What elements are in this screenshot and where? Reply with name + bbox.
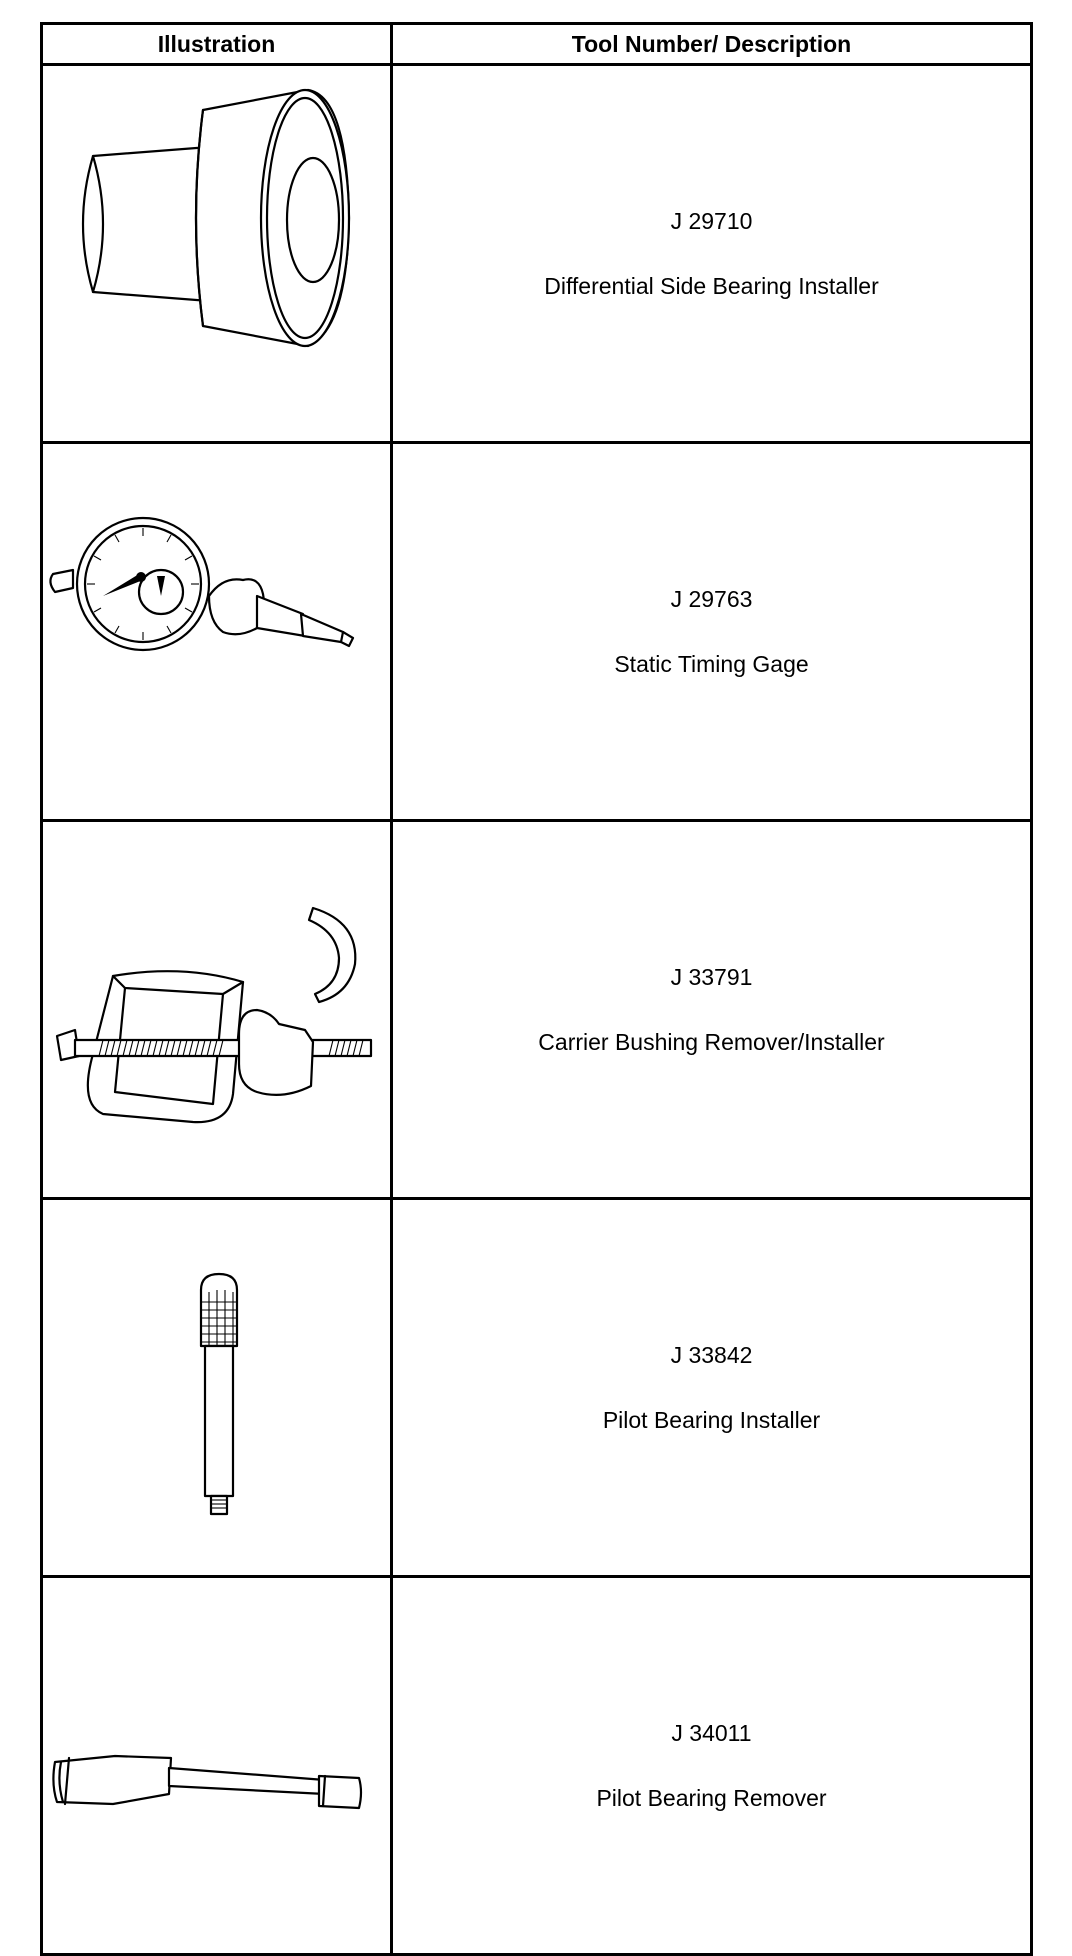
table-header-row: Illustration Tool Number/ Description — [40, 22, 1033, 66]
tool-number: J 29710 — [670, 207, 753, 234]
table-row: J 33842 Pilot Bearing Installer — [40, 1197, 1033, 1578]
table-row: J 33791 Carrier Bushing Remover/Installe… — [40, 819, 1033, 1200]
bushing-puller-icon — [55, 906, 373, 1123]
illustration-cell — [40, 1575, 393, 1956]
header-tool-description: Tool Number/ Description — [390, 22, 1033, 66]
header-illustration: Illustration — [40, 22, 393, 66]
dial-gauge-icon — [49, 516, 355, 651]
tool-description: Differential Side Bearing Installer — [544, 272, 879, 299]
illustration-cell — [40, 63, 393, 444]
tool-number: J 29763 — [670, 585, 753, 612]
description-cell: J 33791 Carrier Bushing Remover/Installe… — [390, 819, 1033, 1200]
table-row: J 29763 Static Timing Gage — [40, 441, 1033, 822]
tool-description: Static Timing Gage — [614, 650, 809, 677]
tool-table: Illustration Tool Number/ Description — [40, 22, 1033, 1956]
tool-description: Carrier Bushing Remover/Installer — [538, 1028, 885, 1055]
table-row: J 34011 Pilot Bearing Remover — [40, 1575, 1033, 1956]
bearing-installer-icon — [81, 88, 351, 347]
description-cell: J 29763 Static Timing Gage — [390, 441, 1033, 822]
description-cell: J 34011 Pilot Bearing Remover — [390, 1575, 1033, 1956]
table-row: J 29710 Differential Side Bearing Instal… — [40, 63, 1033, 444]
tool-number: J 34011 — [671, 1719, 752, 1746]
pilot-remover-icon — [52, 1754, 363, 1809]
illustration-cell — [40, 1197, 393, 1578]
description-cell: J 33842 Pilot Bearing Installer — [390, 1197, 1033, 1578]
tool-description: Pilot Bearing Installer — [602, 1406, 821, 1433]
pilot-installer-icon — [199, 1272, 239, 1515]
tool-number: J 33842 — [670, 1341, 753, 1368]
illustration-cell — [40, 441, 393, 822]
tool-description: Pilot Bearing Remover — [596, 1784, 827, 1811]
tool-number: J 33791 — [670, 963, 753, 990]
illustration-cell — [40, 819, 393, 1200]
description-cell: J 29710 Differential Side Bearing Instal… — [390, 63, 1033, 444]
